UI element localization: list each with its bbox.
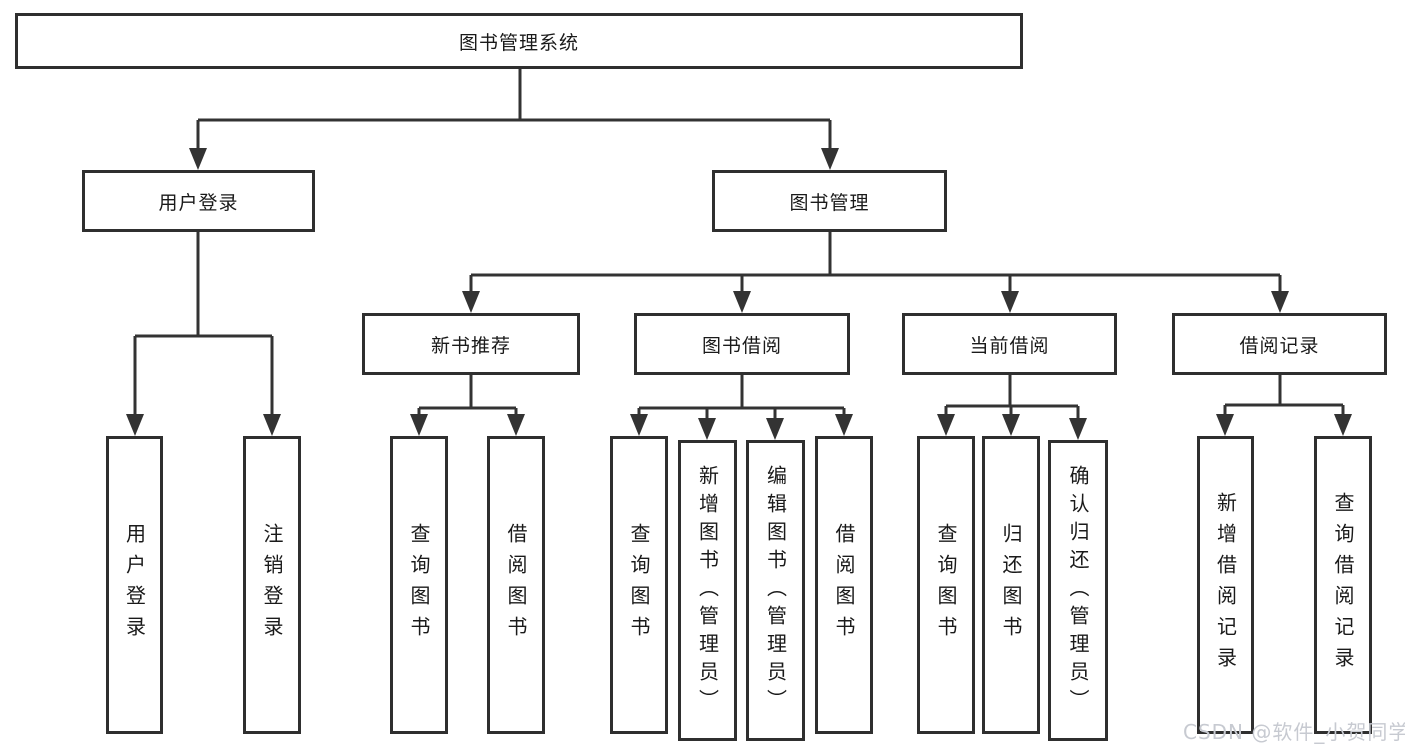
node-borrowing-records-label: 借阅记录 [1239,334,1320,357]
leaf-query-borrow-record-label: 查询借阅记录 [1331,492,1355,678]
node-new-book-recommend: 新书推荐 [362,313,580,375]
leaf-query-books-borrowing: 查询图书 [610,436,668,734]
leaf-user-login: 用户登录 [106,436,163,734]
leaf-borrow-books-borrowing: 借阅图书 [815,436,873,734]
leaf-return-books-label: 归还图书 [999,523,1023,647]
node-current-borrowing-label: 当前借阅 [969,334,1050,357]
leaf-borrow-books-recommend: 借阅图书 [487,436,545,734]
node-current-borrowing: 当前借阅 [902,313,1117,375]
leaf-query-books-recommend: 查询图书 [390,436,448,734]
watermark: CSDN @软件_小贺同学 [1183,720,1405,744]
node-book-management-label: 图书管理 [789,191,870,214]
leaf-add-borrow-record-label: 新增借阅记录 [1213,492,1238,678]
leaf-query-books-current: 查询图书 [917,436,975,734]
leaf-add-books-admin: 新增图书（管理员） [678,440,737,741]
connector-paths [133,69,1345,424]
leaf-logout-login-label: 注销登录 [260,523,284,647]
node-book-borrowing: 图书借阅 [634,313,850,375]
leaf-confirm-return-admin: 确认归还（管理员） [1048,440,1108,741]
leaf-add-borrow-record: 新增借阅记录 [1197,436,1254,734]
node-root: 图书管理系统 [15,13,1023,69]
arrowheads [126,148,1352,440]
node-book-borrowing-label: 图书借阅 [701,334,782,357]
leaf-edit-books-admin-label: 编辑图书（管理员） [763,464,788,717]
leaf-edit-books-admin: 编辑图书（管理员） [746,440,805,741]
leaf-return-books: 归还图书 [982,436,1040,734]
node-root-label: 图书管理系统 [458,31,579,54]
leaf-logout-login: 注销登录 [243,436,301,734]
node-new-book-recommend-label: 新书推荐 [430,334,511,357]
leaf-query-books-current-label: 查询图书 [934,523,958,647]
node-book-management: 图书管理 [712,170,947,232]
leaf-borrow-books-borrowing-label: 借阅图书 [832,523,856,647]
leaf-confirm-return-admin-label: 确认归还（管理员） [1066,464,1090,717]
leaf-borrow-books-recommend-label: 借阅图书 [504,523,528,647]
leaf-query-books-recommend-label: 查询图书 [407,523,431,647]
leaf-query-borrow-record: 查询借阅记录 [1314,436,1372,734]
leaf-add-books-admin-label: 新增图书（管理员） [695,464,720,717]
node-user-login-label: 用户登录 [158,191,239,214]
leaf-user-login-label: 用户登录 [122,523,147,647]
node-user-login: 用户登录 [82,170,315,232]
node-borrowing-records: 借阅记录 [1172,313,1387,375]
leaf-query-books-borrowing-label: 查询图书 [627,523,651,647]
